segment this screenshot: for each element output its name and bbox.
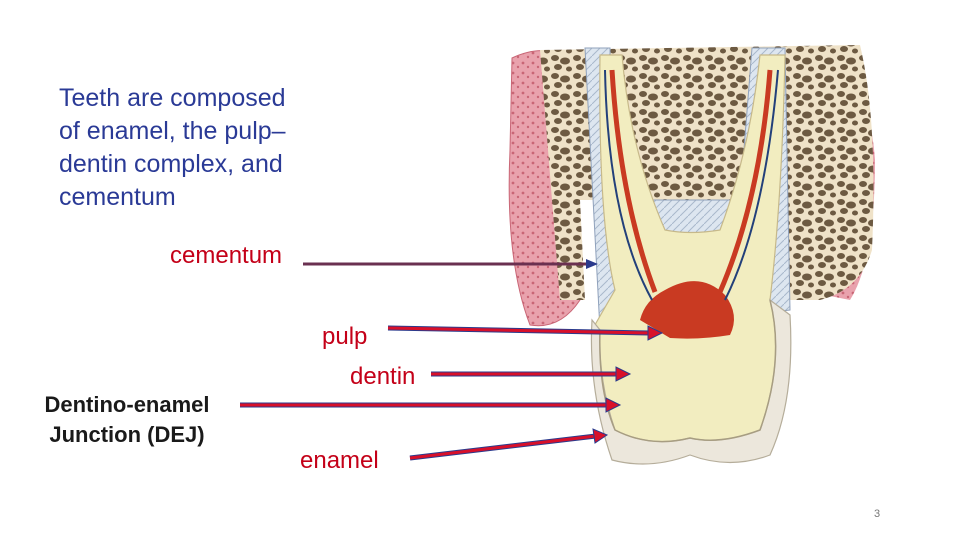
intro-line: of enamel, the pulp– (59, 117, 286, 145)
intro-line: cementum (59, 183, 176, 211)
dentin-label: dentin (350, 363, 416, 390)
dej-arrowhead (605, 397, 622, 413)
dej-label-line2: Junction (DEJ) (49, 422, 205, 447)
dej-label: Dentino-enamel Junction (DEJ) (18, 390, 236, 450)
cementum-label: cementum (170, 242, 283, 269)
nerve-right (724, 69, 779, 301)
dentino-enamel-junction (599, 299, 777, 443)
dentin-arrowhead (615, 366, 632, 382)
pulp-arrowhead (647, 325, 664, 341)
pulp (640, 281, 734, 339)
nerve-left (604, 69, 653, 301)
enamel-label: enamel (300, 447, 379, 474)
cementum-arrowhead (586, 259, 598, 269)
intro-line: dentin complex, and (59, 150, 283, 178)
intro-line: Teeth are composed (59, 84, 286, 112)
dej-label-line1: Dentino-enamel (44, 392, 210, 417)
root-canal-left (609, 69, 658, 293)
enamel-arrowhead (592, 428, 609, 444)
intro-text: Teeth are composed of enamel, the pulp– … (59, 82, 329, 214)
root-canal-right (717, 69, 773, 293)
pulp-label: pulp (322, 323, 368, 350)
page-number: 3 (874, 508, 881, 520)
